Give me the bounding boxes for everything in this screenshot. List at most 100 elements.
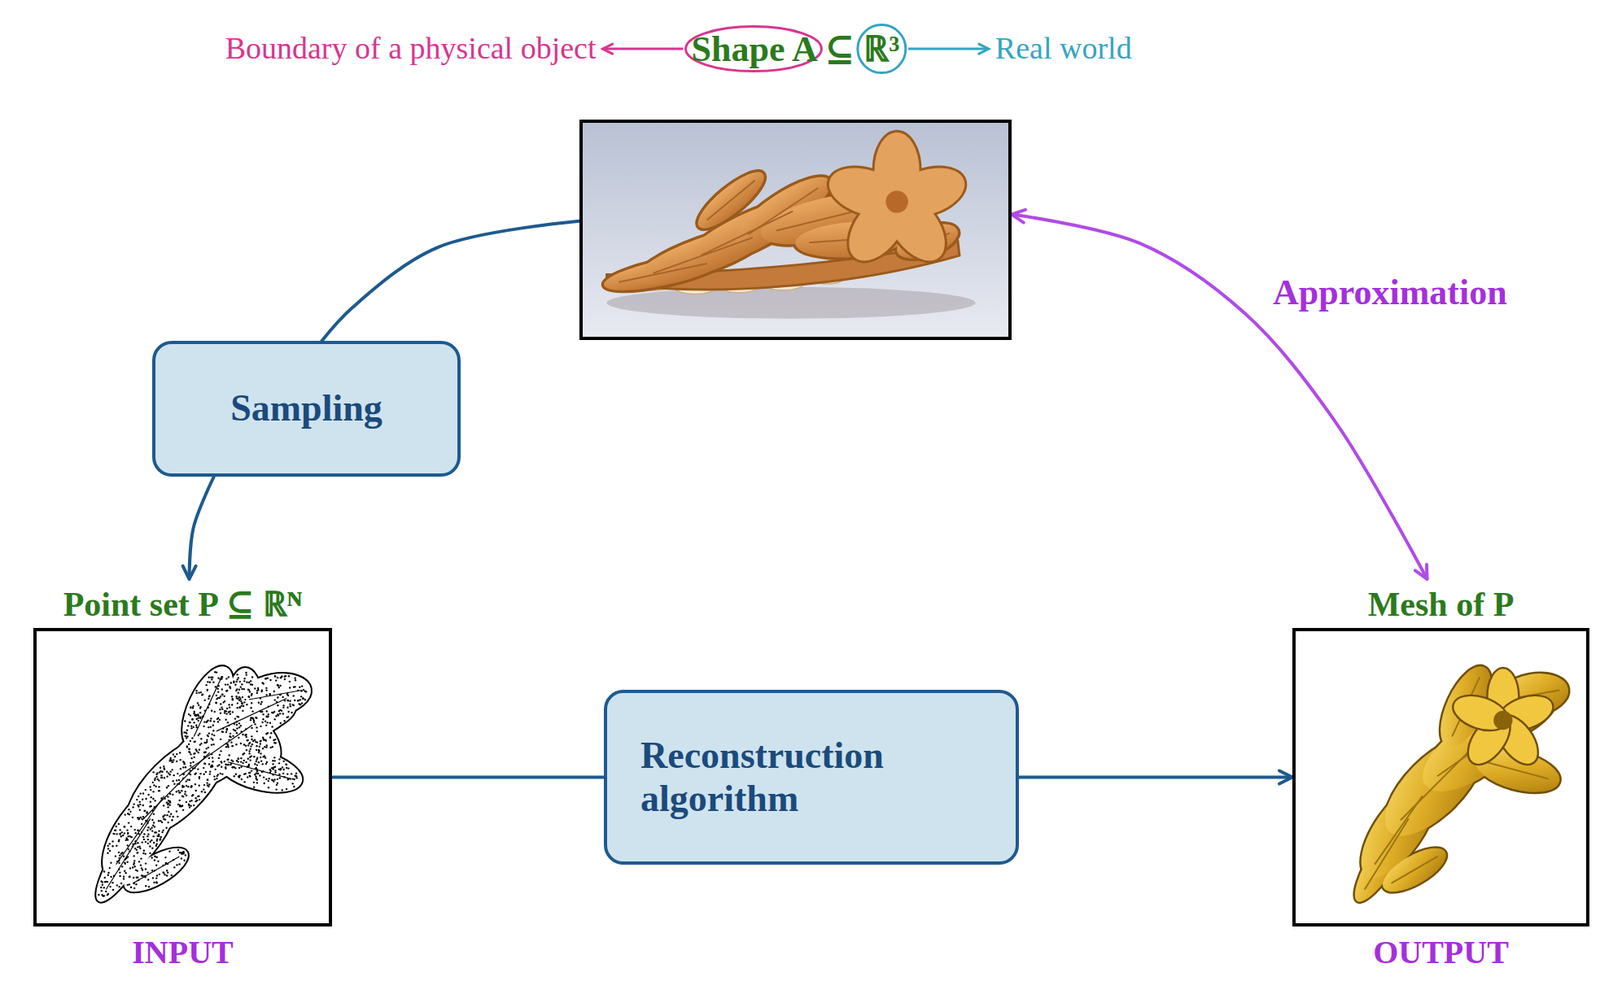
sample-point	[208, 695, 210, 697]
sample-point	[241, 762, 244, 765]
sample-point	[141, 869, 144, 871]
sample-point	[249, 742, 251, 744]
sample-point	[106, 881, 109, 884]
sample-point	[182, 851, 184, 853]
sample-point	[236, 727, 238, 730]
sample-point	[151, 847, 154, 849]
sample-point	[227, 703, 230, 706]
sample-point	[172, 753, 175, 756]
sample-point	[225, 731, 228, 734]
sample-point	[205, 739, 208, 742]
sample-point	[248, 772, 250, 774]
sample-point	[288, 675, 290, 678]
sample-point	[170, 874, 173, 877]
sample-point	[103, 895, 105, 897]
sample-point	[185, 795, 188, 797]
sample-point	[240, 766, 242, 769]
sample-point	[240, 700, 242, 703]
sample-point	[197, 734, 200, 737]
sample-point	[219, 773, 222, 775]
sample-point	[275, 701, 278, 704]
sample-point	[255, 717, 258, 720]
sample-point	[200, 743, 202, 745]
sample-point	[274, 771, 276, 774]
sample-point	[152, 791, 154, 793]
sample-point	[187, 748, 190, 751]
sample-point	[192, 804, 195, 807]
sample-point	[289, 705, 292, 708]
sample-point	[153, 806, 156, 809]
sample-point	[180, 790, 183, 792]
sample-point	[168, 850, 171, 853]
sample-point	[286, 707, 289, 709]
sample-point	[188, 751, 191, 754]
sample-point	[158, 790, 161, 792]
sample-point	[295, 777, 298, 779]
sample-point	[162, 804, 165, 807]
sample-point	[226, 759, 228, 761]
sample-point	[185, 780, 188, 783]
sample-point	[292, 782, 294, 785]
sample-point	[186, 745, 188, 748]
sample-point	[157, 834, 160, 836]
sample-point	[163, 798, 166, 800]
sample-point	[191, 737, 193, 739]
sample-point	[161, 831, 163, 834]
sample-point	[170, 813, 172, 816]
sample-point	[155, 845, 158, 848]
sample-point	[158, 771, 161, 774]
sample-point	[285, 767, 288, 770]
sample-point	[271, 778, 273, 781]
sample-point	[109, 867, 111, 870]
sample-point	[251, 676, 254, 678]
sample-point	[155, 776, 158, 779]
sample-point	[234, 730, 237, 732]
sample-point	[279, 777, 281, 779]
sample-point	[211, 734, 214, 736]
sample-point	[224, 719, 227, 722]
sample-point	[228, 739, 231, 742]
sample-point	[206, 720, 209, 722]
sample-point	[238, 726, 241, 729]
sample-point	[166, 771, 168, 774]
sample-point	[150, 805, 153, 808]
sample-point	[269, 694, 272, 696]
sample-point	[247, 758, 250, 761]
sample-point	[159, 767, 162, 770]
sample-point	[280, 709, 283, 712]
sample-point	[211, 756, 214, 759]
sample-point	[132, 877, 135, 879]
sample-point	[210, 678, 213, 681]
sample-point	[176, 783, 179, 786]
sample-point	[139, 848, 141, 850]
sample-point	[188, 721, 191, 724]
sample-point	[169, 804, 171, 807]
sample-point	[207, 698, 210, 700]
sample-point	[116, 884, 119, 887]
sample-point	[247, 689, 250, 691]
sample-point	[231, 745, 234, 748]
sample-point	[196, 726, 198, 729]
sample-point	[253, 763, 256, 766]
vein-line	[747, 187, 818, 235]
sample-point	[139, 857, 142, 860]
sample-point	[249, 756, 251, 759]
sample-point	[153, 821, 155, 824]
sample-point	[122, 856, 125, 858]
sample-point	[157, 834, 160, 836]
sample-point	[133, 862, 136, 865]
sample-point	[275, 784, 278, 787]
sample-point	[156, 882, 158, 884]
sample-point	[135, 883, 137, 886]
sample-point	[240, 725, 242, 727]
sample-point	[273, 690, 276, 693]
sample-point	[153, 831, 156, 834]
sample-point	[204, 709, 206, 712]
sample-point	[201, 791, 203, 793]
sample-point	[183, 763, 185, 766]
photo-background	[582, 122, 1009, 337]
sample-point	[143, 850, 145, 853]
sample-point	[113, 833, 115, 835]
sample-point	[140, 818, 143, 821]
sample-point	[279, 685, 281, 687]
